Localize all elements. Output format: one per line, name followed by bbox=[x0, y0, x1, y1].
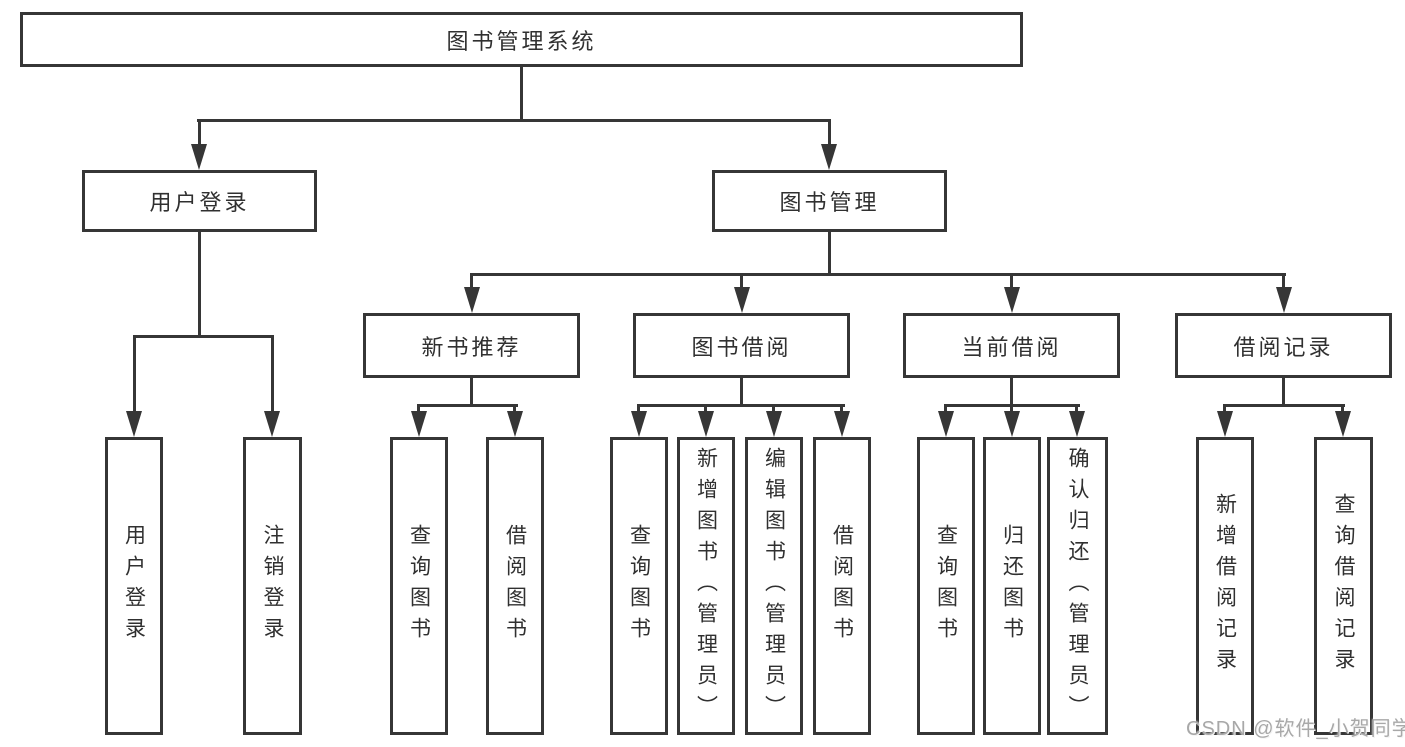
arrowhead bbox=[1004, 411, 1020, 437]
edge bbox=[133, 335, 274, 338]
node-label: 查询图书 bbox=[934, 524, 958, 648]
arrowhead bbox=[264, 411, 280, 437]
node-book-borrow: 图书借阅 bbox=[633, 313, 850, 378]
node-leaf-user-login: 用户登录 bbox=[105, 437, 163, 735]
arrowhead bbox=[1217, 411, 1233, 437]
edge bbox=[1010, 275, 1013, 290]
arrowhead bbox=[464, 287, 480, 313]
arrowhead bbox=[734, 287, 750, 313]
node-leaf-query-borrow-record: 查询借阅记录 bbox=[1314, 437, 1373, 735]
node-leaf-query-book-a: 查询图书 bbox=[390, 437, 448, 735]
arrowhead bbox=[834, 411, 850, 437]
node-leaf-logout: 注销登录 bbox=[243, 437, 302, 735]
node-leaf-add-book-admin: 新增图书（管理员） bbox=[677, 437, 735, 735]
edge bbox=[1075, 404, 1078, 414]
node-user-login: 用户登录 bbox=[82, 170, 317, 232]
arrowhead bbox=[1335, 411, 1351, 437]
edge bbox=[198, 232, 201, 336]
arrowhead bbox=[1069, 411, 1085, 437]
edge bbox=[418, 404, 518, 407]
node-label: 借阅图书 bbox=[503, 524, 527, 648]
edge bbox=[133, 335, 136, 413]
node-leaf-borrow-book-a: 借阅图书 bbox=[486, 437, 544, 735]
arrowhead bbox=[1276, 287, 1292, 313]
edge bbox=[840, 404, 843, 414]
node-label: 查询图书 bbox=[627, 524, 651, 648]
node-leaf-confirm-return-admin: 确认归还（管理员） bbox=[1047, 437, 1108, 735]
arrowhead bbox=[766, 411, 782, 437]
edge bbox=[470, 275, 473, 290]
arrowhead bbox=[507, 411, 523, 437]
edge bbox=[828, 232, 831, 275]
edge bbox=[740, 275, 743, 290]
edge bbox=[417, 404, 420, 414]
edge bbox=[513, 404, 516, 414]
node-current-borrow: 当前借阅 bbox=[903, 313, 1120, 378]
node-leaf-query-book-c: 查询图书 bbox=[917, 437, 975, 735]
edge bbox=[271, 335, 274, 413]
edge bbox=[637, 404, 640, 414]
arrowhead bbox=[126, 411, 142, 437]
edge bbox=[1010, 378, 1013, 406]
edge bbox=[1223, 404, 1226, 414]
edge bbox=[1224, 404, 1345, 407]
edge bbox=[944, 404, 947, 414]
node-label: 编辑图书（管理员） bbox=[762, 446, 786, 726]
node-leaf-return-book: 归还图书 bbox=[983, 437, 1041, 735]
node-borrow-record: 借阅记录 bbox=[1175, 313, 1392, 378]
edge bbox=[198, 119, 201, 147]
node-leaf-query-book-b: 查询图书 bbox=[610, 437, 668, 735]
node-root: 图书管理系统 bbox=[20, 12, 1023, 67]
node-label: 用户登录 bbox=[122, 524, 146, 648]
node-label: 查询图书 bbox=[407, 524, 431, 648]
edge bbox=[520, 65, 523, 121]
arrowhead bbox=[938, 411, 954, 437]
node-book-mgmt: 图书管理 bbox=[712, 170, 947, 232]
node-label: 归还图书 bbox=[1000, 524, 1024, 648]
edge bbox=[740, 378, 743, 406]
watermark: CSDN @软件_小贺同学 bbox=[1186, 718, 1405, 740]
edge bbox=[1282, 275, 1285, 290]
arrowhead bbox=[631, 411, 647, 437]
edge bbox=[470, 378, 473, 406]
edge bbox=[704, 404, 707, 414]
arrowhead bbox=[191, 144, 207, 170]
edge bbox=[828, 119, 831, 147]
arrowhead bbox=[821, 144, 837, 170]
arrowhead bbox=[411, 411, 427, 437]
edge bbox=[638, 404, 845, 407]
node-label: 新增图书（管理员） bbox=[694, 446, 718, 726]
edge bbox=[1282, 378, 1285, 406]
node-label: 查询借阅记录 bbox=[1332, 493, 1355, 679]
node-leaf-add-borrow-record: 新增借阅记录 bbox=[1196, 437, 1254, 735]
node-leaf-borrow-book-b: 借阅图书 bbox=[813, 437, 871, 735]
edge bbox=[1010, 404, 1013, 414]
edge bbox=[1341, 404, 1344, 414]
node-label: 确认归还（管理员） bbox=[1066, 446, 1089, 726]
edge bbox=[772, 404, 775, 414]
node-label: 新增借阅记录 bbox=[1213, 493, 1237, 679]
arrowhead bbox=[698, 411, 714, 437]
node-new-book-rec: 新书推荐 bbox=[363, 313, 580, 378]
node-label: 注销登录 bbox=[261, 524, 284, 648]
node-label: 借阅图书 bbox=[830, 524, 854, 648]
arrowhead bbox=[1004, 287, 1020, 313]
node-leaf-edit-book-admin: 编辑图书（管理员） bbox=[745, 437, 803, 735]
edge bbox=[470, 273, 1286, 276]
edge bbox=[197, 119, 831, 122]
